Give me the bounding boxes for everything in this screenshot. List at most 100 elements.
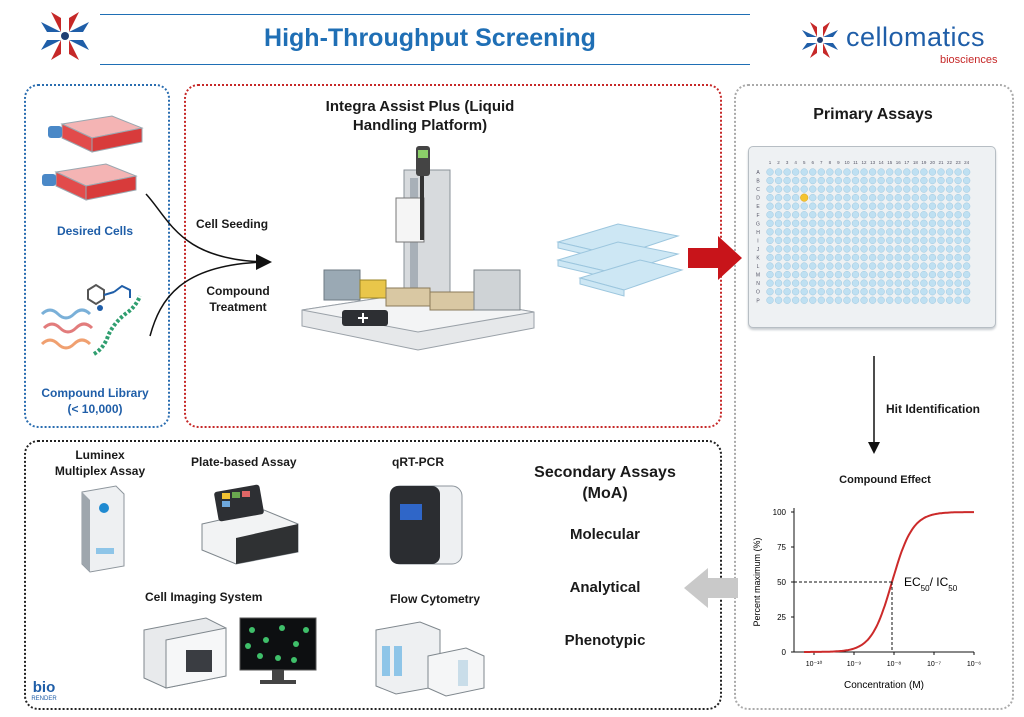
plate-well [868,168,877,176]
plate-well [766,211,774,219]
plate-well [954,219,962,227]
plate-well [817,194,825,202]
plate-well [911,245,920,253]
plate-well [800,168,808,176]
luminex-instrument-icon [81,485,125,573]
platform-title-line2: Handling Platform) [352,117,488,134]
left-panel [24,84,170,428]
plate-row-label: K [756,256,760,262]
plate-well [809,228,817,236]
plate-well [774,176,783,185]
plate-well [911,211,920,219]
plate-well [963,270,971,279]
plate-well [809,296,817,304]
plate-well [886,288,894,296]
plate-well [894,219,902,227]
plate-row-label: B [756,179,760,185]
plate-well [928,228,937,236]
plate-well [783,194,791,202]
plate-well [834,253,843,262]
plate-well [928,236,937,245]
x-tick-label: 10⁻⁶ [967,661,981,668]
plate-well [877,288,885,296]
plate-well [792,168,800,176]
plate-well [886,219,894,227]
plate-well [868,270,877,279]
plate-well [860,288,868,296]
plate-well [928,296,937,304]
plate-well [894,211,902,219]
compound-effect-label: Compound Effect [839,474,931,486]
plate-well [800,288,808,296]
plate-well [877,194,885,202]
plate-well [851,245,860,253]
y-tick-label: 100 [773,508,787,517]
plate-well [954,194,962,202]
plate-well [945,194,954,202]
plate-well [766,176,774,185]
plate-well [886,253,894,262]
plate-well [834,211,843,219]
plate-well [894,245,902,253]
secondary-item-molecular: Molecular [569,526,641,543]
plate-well [963,185,971,193]
plate-well [903,176,911,185]
plate-well [963,168,971,176]
plate-well [860,219,868,227]
plate-column-label: 2 [777,160,780,165]
y-tick-label: 50 [777,578,786,587]
plate-well [963,211,971,219]
plate-well [817,211,825,219]
plate-well [868,211,877,219]
plate-well [783,202,791,210]
plate-well [963,176,971,185]
plate-well [937,176,945,185]
plate-well [800,185,808,193]
plate-assay-label: Plate-based Assay [191,455,297,469]
biorender-logo-bottom: RENDER [31,696,57,702]
plate-well [903,168,911,176]
plate-row-label: D [756,196,760,202]
plate-well [774,279,783,287]
plate-well [945,202,954,210]
plate-well [809,219,817,227]
plate-column-label: 3 [786,160,789,165]
plate-well [860,253,868,262]
plate-well [851,176,860,185]
plate-well [928,185,937,193]
plate-well [826,253,834,262]
plate-well [954,168,962,176]
plate-well [903,262,911,270]
plate-well [911,168,920,176]
x-tick-label: 10⁻¹⁰ [806,660,823,668]
plate-well [817,253,825,262]
plate-well [792,194,800,202]
plate-well [920,236,928,245]
library-label-line2: (< 10,000) [67,402,123,416]
plate-well [860,296,868,304]
plate-well [954,228,962,236]
secondary-item-phenotypic: Phenotypic [564,632,646,649]
plate-well [834,176,843,185]
plate-well [928,279,937,287]
plate-well [817,288,825,296]
plate-well [945,185,954,193]
plate-well [868,228,877,236]
plate-column-label: 8 [829,160,832,165]
plate-well [877,253,885,262]
plate-well [954,279,962,287]
plate-well [851,288,860,296]
plate-well [903,296,911,304]
plate-well [886,194,894,202]
plate-well [920,288,928,296]
plate-well [868,176,877,185]
plate-well [868,185,877,193]
plate-well [920,202,928,210]
plate-well [877,270,885,279]
plate-well [800,211,808,219]
plate-well [843,236,851,245]
cell-flask-icon-2 [42,163,138,201]
plate-well [817,270,825,279]
plate-column-label: 5 [803,160,806,165]
plate-well [851,194,860,202]
